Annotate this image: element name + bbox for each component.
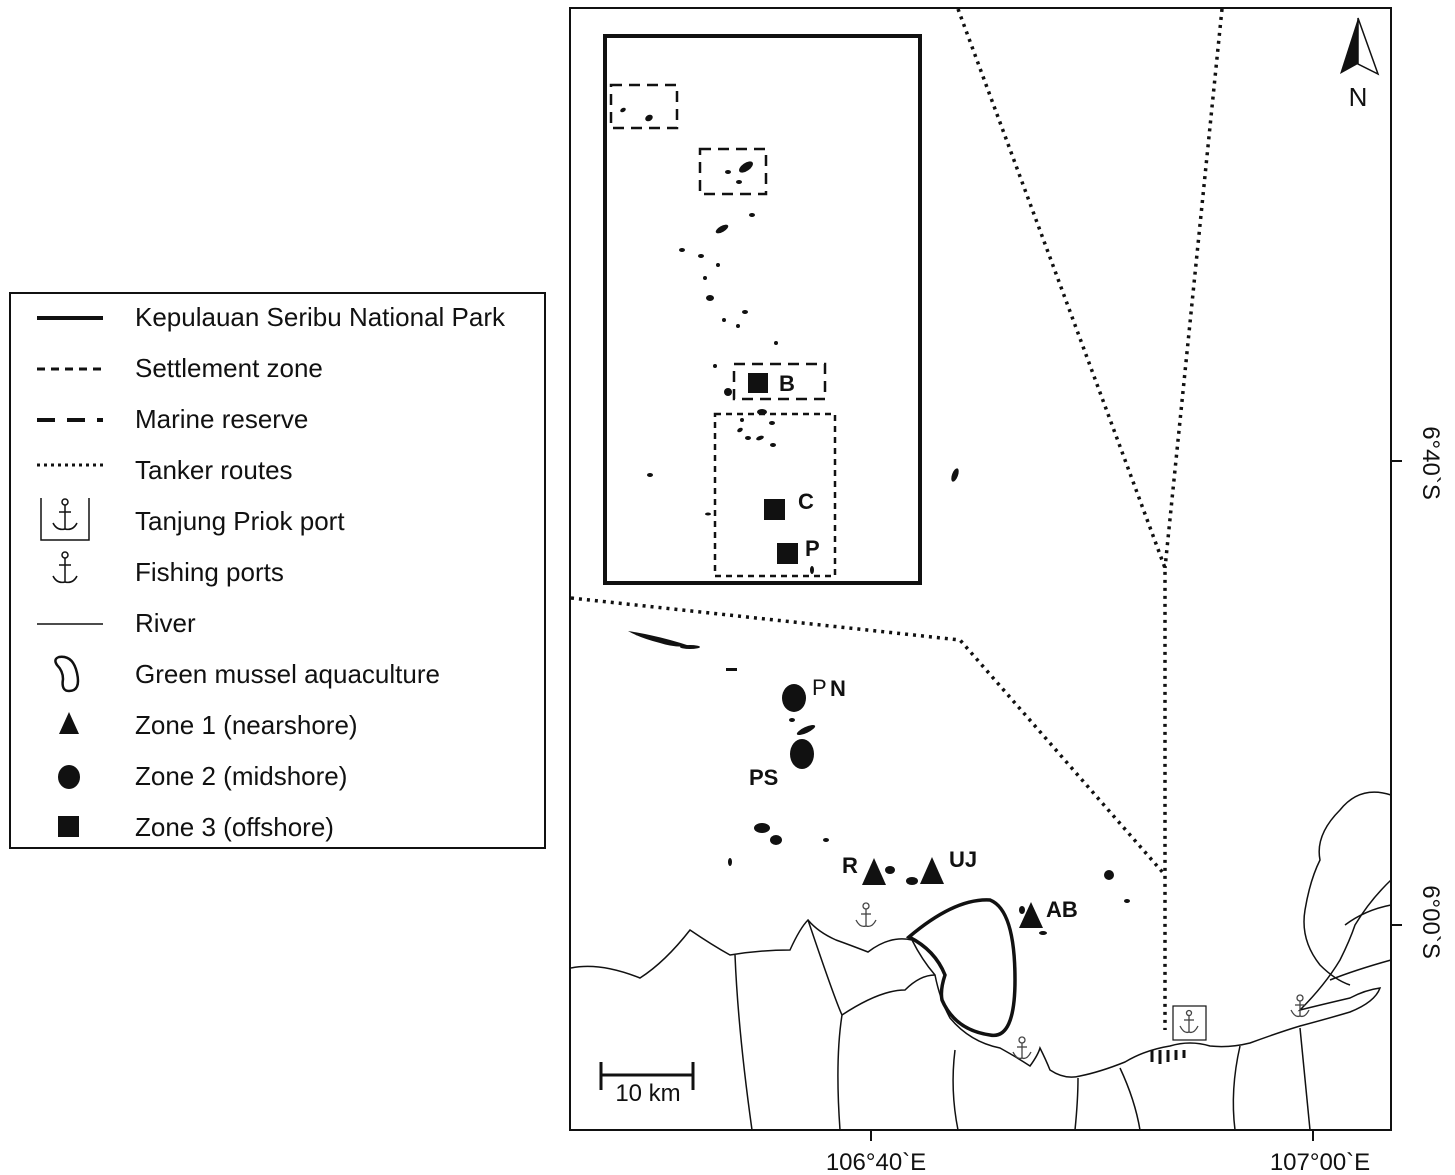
site-r-marker bbox=[862, 858, 886, 885]
marine-reserve-3 bbox=[732, 362, 827, 401]
legend-label: Kepulauan Seribu National Park bbox=[135, 302, 506, 332]
site-label-r: R bbox=[842, 853, 858, 878]
legend-label: Fishing ports bbox=[135, 557, 284, 587]
axis-labels: 106°40`E 107°00`E 6°40`S 6°00`S bbox=[826, 426, 1444, 1175]
legend-item-tanker-routes: Tanker routes bbox=[11, 447, 544, 495]
site-label-n: N bbox=[830, 676, 846, 701]
marine-reserve-line-symbol bbox=[37, 418, 103, 422]
sampling-sites bbox=[748, 373, 1043, 928]
site-label-ab: AB bbox=[1046, 897, 1078, 922]
river-line-symbol bbox=[37, 623, 103, 625]
legend-item-fishing-ports: Fishing ports bbox=[11, 549, 544, 597]
legend-item-zone-1: Zone 1 (nearshore) bbox=[11, 702, 544, 750]
scale-label: 10 km bbox=[615, 1080, 680, 1107]
fishing-port-anchor-icon bbox=[855, 902, 877, 928]
site-n-marker bbox=[782, 684, 806, 712]
marine-reserves bbox=[609, 83, 827, 401]
site-label-ps: PS bbox=[749, 765, 778, 790]
site-uj-marker bbox=[920, 857, 944, 884]
site-label-c: C bbox=[798, 489, 814, 514]
settlement-zone bbox=[713, 412, 837, 578]
legend-label: Marine reserve bbox=[135, 404, 309, 434]
lat-tick-label: 6°00`S bbox=[1417, 885, 1444, 959]
tanjung-priok-docks bbox=[1150, 1050, 1186, 1064]
tanker-route-west bbox=[956, 8, 1167, 1030]
site-c-marker bbox=[764, 499, 785, 520]
legend-item-zone-3: Zone 3 (offshore) bbox=[11, 804, 544, 852]
legend-item-settlement-zone: Settlement zone bbox=[11, 345, 544, 393]
national-park-boundary bbox=[603, 34, 922, 585]
tanjung-priok-port bbox=[1172, 1005, 1207, 1041]
legend-label: River bbox=[135, 608, 196, 638]
north-label: N bbox=[1349, 82, 1368, 112]
settlement-zone-line-symbol bbox=[37, 367, 103, 371]
map-frame bbox=[569, 7, 1392, 1131]
legend-label: Zone 3 (offshore) bbox=[135, 812, 334, 842]
rivers bbox=[734, 904, 1392, 1131]
lat-tick-label: 6°40`S bbox=[1417, 426, 1444, 500]
legend-label: Tanker routes bbox=[135, 455, 293, 485]
site-label-p: P bbox=[805, 536, 820, 561]
site-ps-marker bbox=[790, 739, 814, 769]
tanker-route-coastal bbox=[570, 596, 1167, 877]
fishing-ports bbox=[855, 902, 1310, 1060]
site-labels: B C P P N PS R UJ AB bbox=[749, 371, 1078, 922]
national-park-line-symbol bbox=[37, 316, 103, 320]
legend-item-green-mussel-aquaculture: Green mussel aquaculture bbox=[11, 651, 544, 699]
map-legend: Kepulauan Seribu National Park Settlemen… bbox=[9, 292, 546, 849]
legend-item-marine-reserve: Marine reserve bbox=[11, 396, 544, 444]
site-ab-marker bbox=[1019, 902, 1043, 928]
aquaculture-outline-symbol bbox=[54, 655, 80, 693]
lon-tick-label: 106°40`E bbox=[826, 1149, 926, 1175]
lon-tick-label: 107°00`E bbox=[1270, 1149, 1370, 1175]
coastline-east bbox=[1303, 791, 1392, 986]
green-mussel-aquaculture-area bbox=[905, 898, 1017, 1038]
tanker-route-north bbox=[1163, 8, 1224, 569]
legend-item-national-park: Kepulauan Seribu National Park bbox=[11, 294, 544, 342]
square-symbol bbox=[58, 816, 79, 837]
tanker-routes bbox=[570, 8, 1224, 1030]
site-label-b: B bbox=[779, 371, 795, 396]
boxed-anchor-icon bbox=[1179, 1009, 1199, 1034]
triangle-symbol bbox=[59, 712, 79, 734]
legend-label: Zone 2 (midshore) bbox=[135, 761, 348, 791]
site-label-uj: UJ bbox=[949, 847, 977, 872]
site-label-n-prefix: P bbox=[812, 675, 827, 700]
legend-label: Zone 1 (nearshore) bbox=[135, 710, 358, 740]
legend-label: Settlement zone bbox=[135, 353, 323, 383]
marine-reserve-1 bbox=[609, 83, 679, 130]
axis-ticks bbox=[870, 460, 1402, 1141]
legend-item-river: River bbox=[11, 600, 544, 648]
islands bbox=[620, 107, 1130, 935]
marine-reserve-2 bbox=[698, 147, 768, 196]
fishing-port-anchor-icon bbox=[1012, 1036, 1032, 1060]
anchor-icon bbox=[52, 551, 78, 584]
fishing-port-anchor-icon bbox=[1290, 994, 1310, 1018]
north-arrow: N bbox=[1340, 17, 1380, 112]
legend-item-tanjung-priok-port: Tanjung Priok port bbox=[11, 498, 544, 546]
legend-label: Tanjung Priok port bbox=[135, 506, 345, 536]
legend-label: Green mussel aquaculture bbox=[135, 659, 440, 689]
boxed-anchor-icon bbox=[40, 498, 90, 541]
site-p-marker bbox=[777, 543, 798, 564]
site-b-marker bbox=[748, 373, 768, 393]
circle-symbol bbox=[58, 765, 80, 789]
legend-item-zone-2: Zone 2 (midshore) bbox=[11, 753, 544, 801]
coastline bbox=[570, 879, 1392, 1078]
scale-bar: 10 km bbox=[599, 1062, 695, 1107]
